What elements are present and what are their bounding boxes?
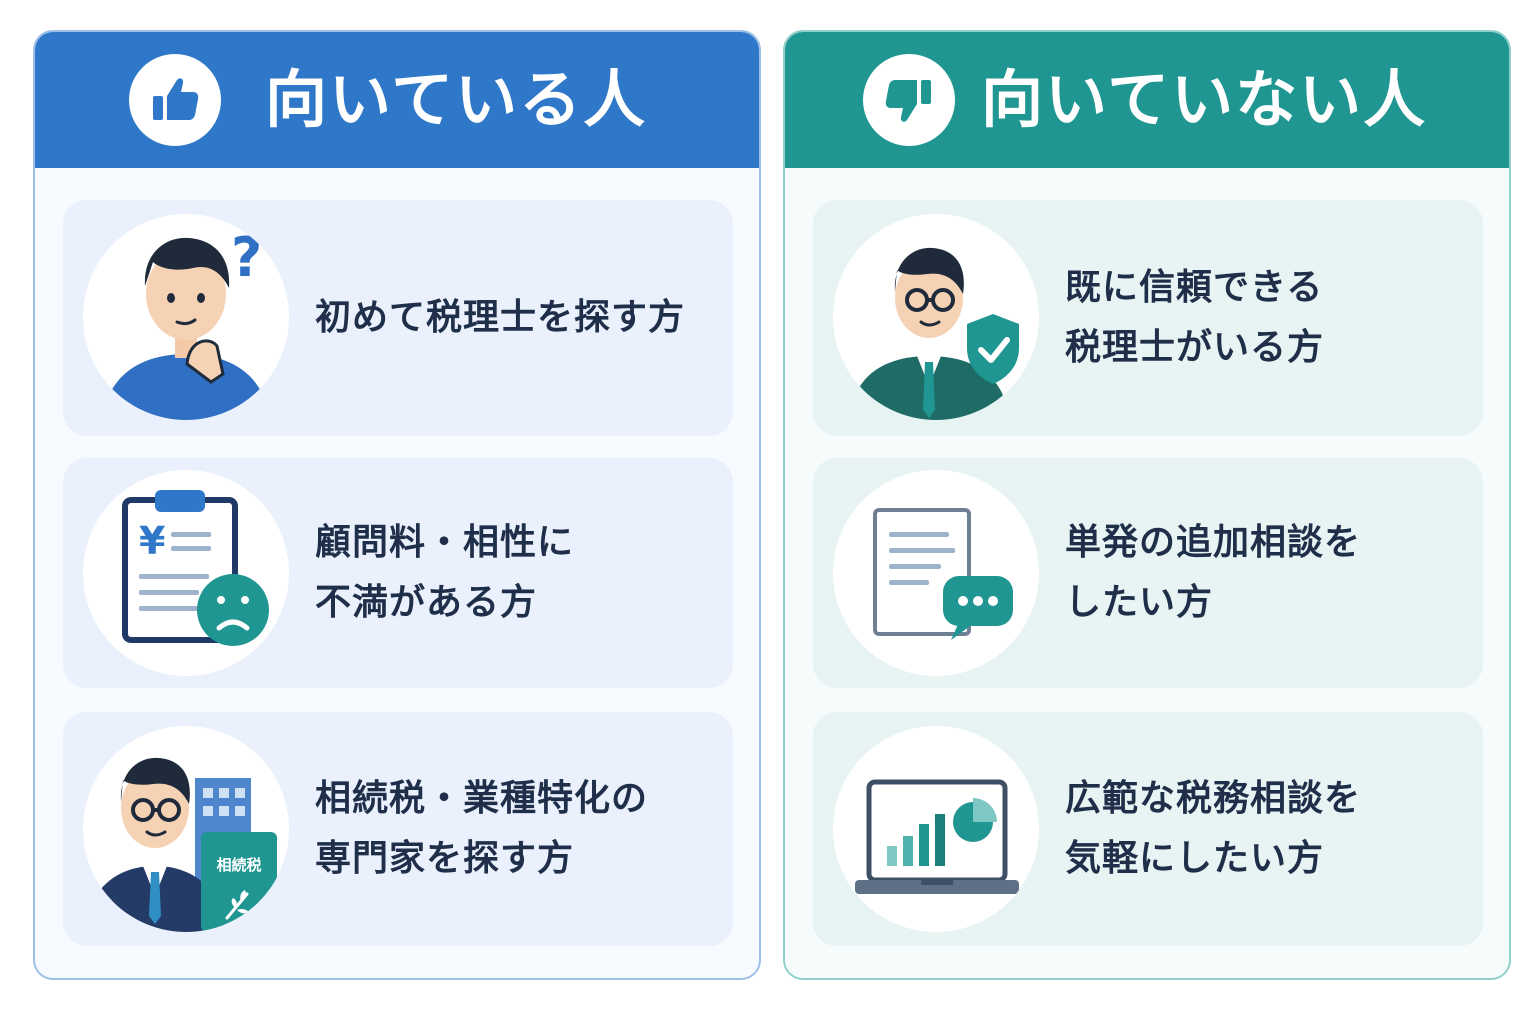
unsuitable-item-3-line-2: 気軽にしたい方 — [1065, 838, 1325, 879]
suitable-title: 向いている人 — [265, 63, 648, 136]
suitable-item-2-line-1: 顧問料・相性に — [315, 522, 575, 563]
thinking-person-icon: ? — [83, 214, 289, 420]
unsuitable-card-one-off: 単発の追加相談を したい方 — [813, 458, 1483, 688]
unsuitable-item-1-text: 既に信頼できる 税理士がいる方 — [1065, 258, 1471, 378]
suitable-item-2-line-2: 不満がある方 — [315, 582, 538, 623]
clipboard-yen-sad-icon: ¥ — [83, 470, 289, 676]
leaf-icon — [225, 890, 249, 920]
unsuitable-panel: 向いていない人 既に信頼できる 税理士がいる方 — [783, 30, 1511, 980]
unsuitable-item-3-text: 広範な税務相談を 気軽にしたい方 — [1065, 769, 1471, 889]
document-chat-icon — [833, 470, 1039, 676]
suitable-card-first-time: ? 初めて税理士を探す方 — [63, 200, 733, 436]
suitable-item-2-text: 顧問料・相性に 不満がある方 — [315, 513, 721, 633]
suitable-card-fee-dissatisfied: ¥ 顧問料・相性に 不満がある方 — [63, 458, 733, 688]
tax-expert-icon: 相続税 — [83, 726, 289, 932]
unsuitable-item-3-line-1: 広範な税務相談を — [1065, 778, 1362, 819]
suitable-item-3-line-2: 専門家を探す方 — [315, 838, 575, 879]
unsuitable-item-1-line-1: 既に信頼できる — [1065, 267, 1324, 308]
unsuitable-item-2-text: 単発の追加相談を したい方 — [1065, 513, 1471, 633]
suitable-item-3-text: 相続税・業種特化の 専門家を探す方 — [315, 769, 721, 889]
unsuitable-card-broad-consult: 広範な税務相談を 気軽にしたい方 — [813, 712, 1483, 946]
unsuitable-item-2-line-1: 単発の追加相談を — [1065, 522, 1362, 563]
thumbs-up-icon — [129, 54, 221, 146]
trusted-advisor-shield-icon — [833, 214, 1039, 420]
unsuitable-item-1-line-2: 税理士がいる方 — [1065, 327, 1325, 368]
unsuitable-title: 向いていない人 — [981, 63, 1428, 136]
unsuitable-card-has-advisor: 既に信頼できる 税理士がいる方 — [813, 200, 1483, 436]
unsuitable-item-2-line-2: したい方 — [1065, 582, 1214, 623]
svg-text:¥: ¥ — [139, 519, 165, 563]
laptop-chart-icon — [833, 726, 1039, 932]
suitable-item-1-text: 初めて税理士を探す方 — [315, 288, 721, 348]
suitable-item-1-line-1: 初めて税理士を探す方 — [315, 297, 686, 338]
suitable-item-3-line-1: 相続税・業種特化の — [315, 778, 649, 819]
svg-text:?: ? — [231, 226, 262, 289]
suitable-header: 向いている人 — [35, 32, 759, 168]
suitable-panel: 向いている人 ? 初めて税理士を探す方 ¥ — [33, 30, 761, 980]
suitable-card-specialist: 相続税 相続税・業種特化の 専門家を探す方 — [63, 712, 733, 946]
thumbs-down-icon — [863, 54, 955, 146]
unsuitable-header: 向いていない人 — [785, 32, 1509, 168]
inheritance-tax-book-label: 相続税 — [216, 856, 262, 874]
